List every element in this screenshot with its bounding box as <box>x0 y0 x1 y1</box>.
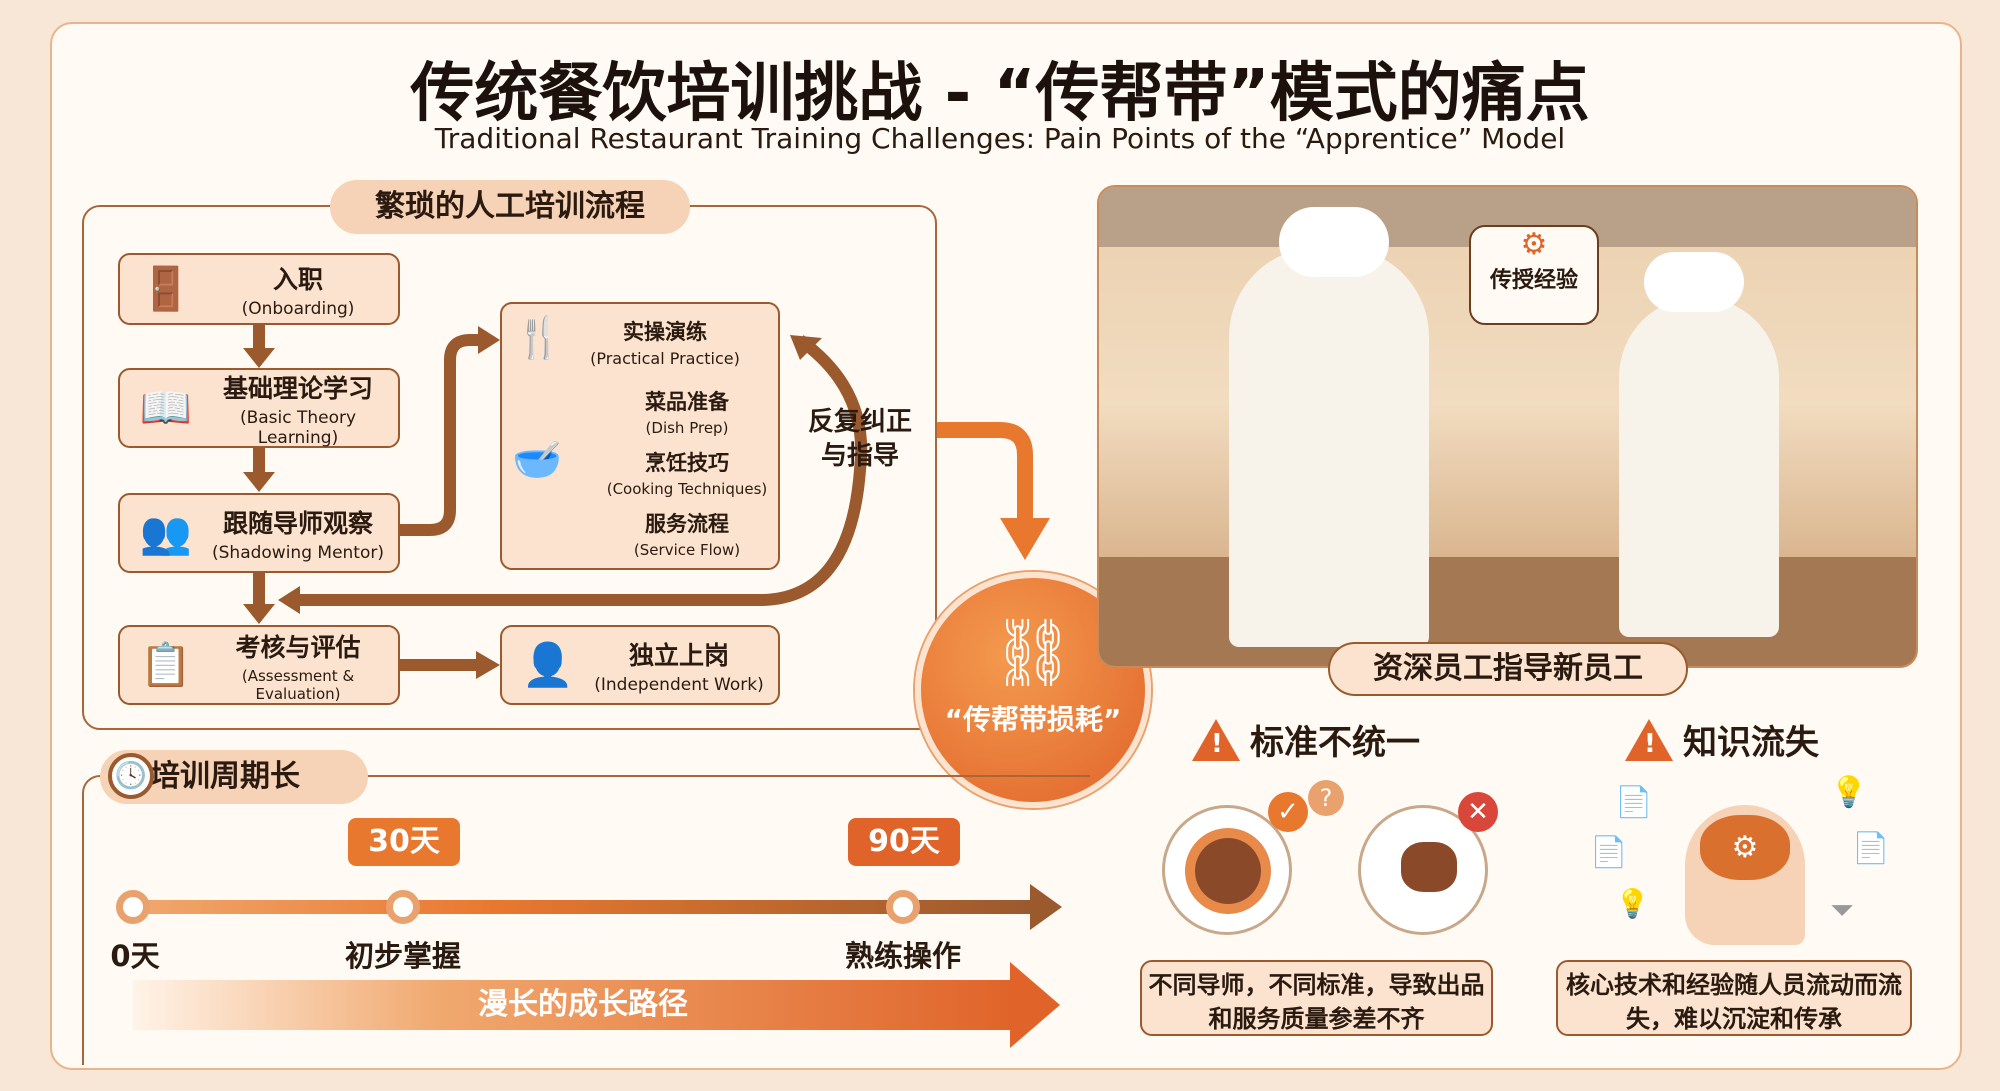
step-subtitle: (Shadowing Mentor) <box>212 542 384 563</box>
mentor-illustration: ⚙ 传授经验 <box>1097 185 1918 668</box>
feedback-loop <box>300 335 868 606</box>
milestone-proficient: 熟练操作 <box>844 939 961 973</box>
timeline-track <box>133 900 1033 914</box>
timeline-panel <box>82 775 1090 1065</box>
speech-text: 传授经验 <box>1489 268 1578 293</box>
step-title: 考核与评估 <box>235 632 361 662</box>
check-icon: ✓ <box>1268 792 1308 832</box>
timeline-point-30 <box>386 890 420 924</box>
info-file-icon: 📄 <box>1852 831 1890 866</box>
practice-panel: 🍴 实操演练 (Practical Practice) 🥣 菜品准备(Dish P… <box>500 302 780 570</box>
chef-hat-icon <box>1644 252 1744 312</box>
question-icon: ? <box>1308 780 1344 816</box>
arrow-down-icon <box>243 472 275 492</box>
cross-icon: ✕ <box>1458 792 1498 832</box>
issue-knowledge-loss-text: 核心技术和经验随人员流动而流失，难以沉淀和传承 <box>1556 960 1912 1036</box>
step-subtitle: (Independent Work) <box>594 674 764 695</box>
step-title: 入职 <box>272 264 323 294</box>
plate-good <box>1162 805 1292 935</box>
practice-item-dish-prep: 菜品准备(Dish Prep) <box>645 390 729 437</box>
door-exit-icon: 🚪 <box>139 264 193 313</box>
speech-bubble: ⚙ 传授经验 <box>1469 225 1599 325</box>
training-loss-badge: ⛓ “传帮带损耗” <box>915 572 1151 808</box>
arrow-right-icon <box>1030 884 1062 930</box>
funnel-icon: ⏷ <box>1830 893 1854 928</box>
knowledge-loss-illustration: ⚙ 📄 📄 💡 💡 📄 ⏷ <box>1590 775 1890 945</box>
broken-chain-icon: ⛓ <box>991 614 1075 691</box>
practice-item-service: 服务流程(Service Flow) <box>633 512 741 559</box>
issue-inconsistent-standards-title: !标准不统一 <box>1192 715 1420 764</box>
step-title: 跟随导师观察 <box>222 508 373 538</box>
page-subtitle: Traditional Restaurant Training Challeng… <box>434 122 1566 155</box>
loop-label: 反复纠正与指导 <box>807 407 912 471</box>
step-subtitle: (Basic Theory Learning) <box>239 407 357 448</box>
arrow-right-icon <box>476 651 500 679</box>
flow-arrow <box>253 573 265 607</box>
brain-gear-icon: ⚙ <box>1700 815 1790 880</box>
arrow-right-icon <box>478 326 500 354</box>
plates-comparison: ✓ ? ✕ <box>1140 780 1500 940</box>
step-assessment: 📋 考核与评估 (Assessment & Evaluation) <box>118 625 400 705</box>
process-header: 繁琐的人工培训流程 <box>330 180 690 234</box>
clock-icon: 🕓 <box>108 753 154 799</box>
issue-knowledge-loss-title: !知识流失 <box>1625 715 1819 764</box>
timeline-header: 🕓 培训周期长 <box>100 750 368 804</box>
clipboard-check-icon: 📋 <box>139 640 193 689</box>
chef-hat-icon <box>1279 207 1389 277</box>
day-30-tag: 30天 <box>348 818 460 866</box>
arrow-right-icon <box>1010 962 1060 1048</box>
brain-gear-icon: ⚙ <box>1520 227 1548 262</box>
issue-inconsistent-standards-text: 不同导师，不同标准，导致出品和服务质量参差不齐 <box>1140 960 1493 1036</box>
practice-item-cooking: 烹饪技巧(Cooking Techniques) <box>606 451 768 498</box>
junior-chef-figure <box>1619 297 1779 637</box>
cooking-bowl-icon: 🥣 <box>512 437 562 483</box>
flow-arrow <box>253 448 265 474</box>
document-icon: 📄 <box>1590 835 1628 870</box>
practice-subtitle: (Practical Practice) <box>590 349 740 368</box>
timeline-point-90 <box>886 890 920 924</box>
lightbulb-icon: 💡 <box>1615 887 1650 920</box>
arrow-down-icon <box>1000 518 1050 560</box>
open-book-icon: 📖 <box>139 383 193 432</box>
step-onboarding: 🚪 入职 (Onboarding) <box>118 253 400 325</box>
step-shadowing: 👥 跟随导师观察 (Shadowing Mentor) <box>118 493 400 573</box>
connector-to-loss <box>937 422 1033 520</box>
step-basic-theory: 📖 基础理论学习 (Basic Theory Learning) <box>118 368 400 448</box>
connector-to-practice <box>400 334 480 536</box>
arrow-down-icon <box>243 604 275 624</box>
practice-title: 实操演练 <box>623 320 707 344</box>
timeline-title: 培训周期长 <box>150 759 300 794</box>
worker-icon: 👤 <box>521 640 575 689</box>
timeline-point-start <box>116 890 150 924</box>
document-icon: 📄 <box>1615 785 1653 820</box>
lightbulb-icon: 💡 <box>1830 775 1868 810</box>
arrow-up-icon <box>790 335 822 360</box>
utensils-icon: 🍴 <box>514 315 564 361</box>
flow-arrow <box>253 325 265 351</box>
training-loss-label: “传帮带损耗” <box>944 703 1122 736</box>
step-subtitle: (Assessment & Evaluation) <box>241 666 355 703</box>
growth-path-arrow: 漫长的成长路径 <box>133 980 1013 1030</box>
step-subtitle: (Onboarding) <box>241 298 355 319</box>
step-title: 独立上岗 <box>628 640 729 670</box>
mentor-icon: 👥 <box>139 508 193 557</box>
warning-icon: ! <box>1192 718 1240 761</box>
arrow-down-icon <box>243 348 275 368</box>
step-independent-work: 👤 独立上岗 (Independent Work) <box>500 625 780 705</box>
day-90-tag: 90天 <box>848 818 960 866</box>
day-0-label: 0天 <box>110 939 160 973</box>
warning-icon: ! <box>1625 718 1673 761</box>
flow-connectors <box>278 326 1050 679</box>
arrow-left-icon <box>278 586 300 614</box>
photo-caption: 资深员工指导新员工 <box>1328 642 1688 696</box>
page-title: 传统餐饮培训挑战 - “传帮带”模式的痛点 <box>410 57 1590 131</box>
senior-chef-figure <box>1229 247 1429 647</box>
milestone-initial: 初步掌握 <box>344 939 461 973</box>
step-title: 基础理论学习 <box>222 373 373 403</box>
